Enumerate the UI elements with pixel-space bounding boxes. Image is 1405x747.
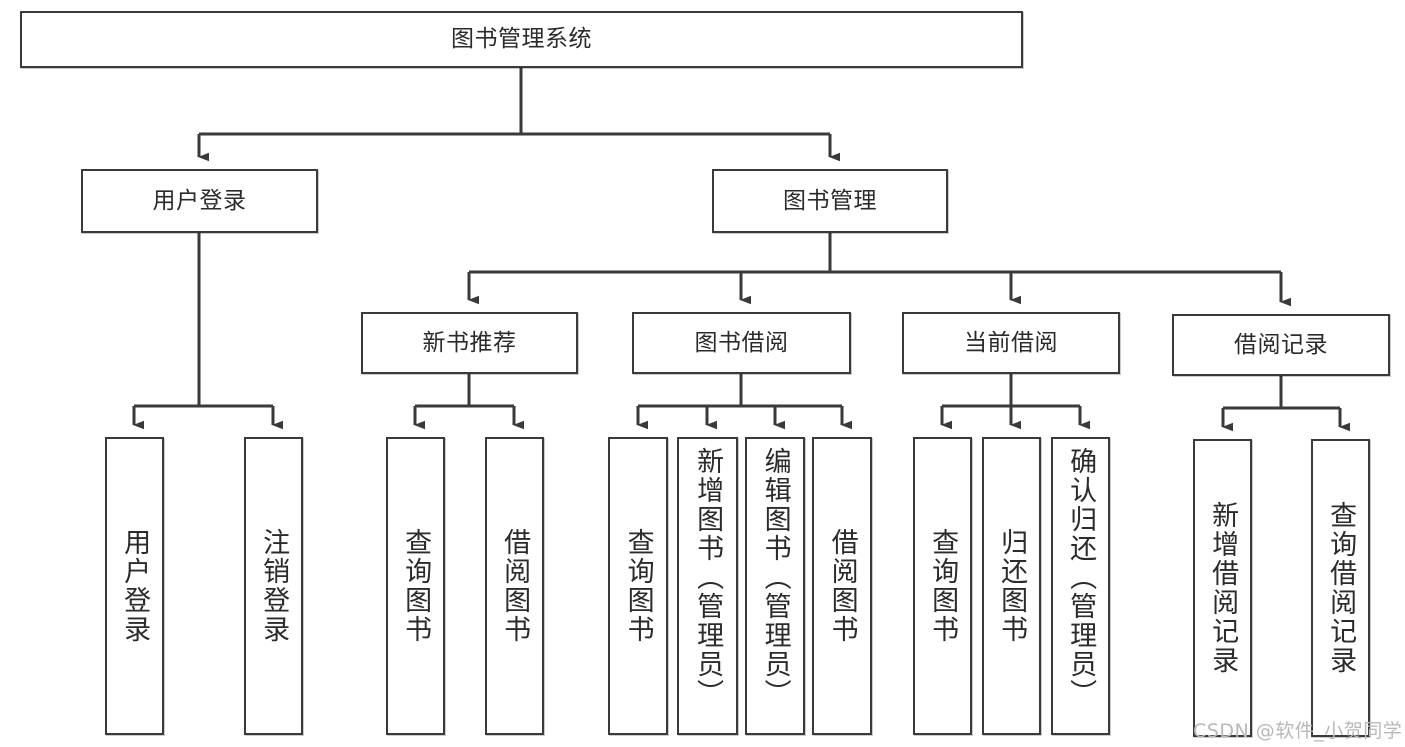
node-new-book-rec[interactable]: 新书推荐	[361, 312, 578, 374]
node-leaf-query-book-1[interactable]: 查询图书	[386, 437, 445, 735]
node-leaf-borrow-book-2[interactable]: 借阅图书	[812, 437, 872, 735]
node-leaf-borrow-book-1[interactable]: 借阅图书	[485, 437, 544, 735]
node-leaf-query-record[interactable]: 查询借阅记录	[1311, 439, 1370, 737]
node-book-borrow[interactable]: 图书借阅	[632, 312, 851, 374]
node-root[interactable]: 图书管理系统	[20, 11, 1023, 68]
node-book-borrow-label: 图书借阅	[694, 329, 789, 356]
node-borrow-record[interactable]: 借阅记录	[1172, 314, 1390, 376]
node-leaf-return-book-label: 归还图书	[996, 528, 1028, 644]
node-root-label: 图书管理系统	[451, 26, 592, 52]
node-borrow-record-label: 借阅记录	[1234, 331, 1328, 358]
node-new-book-rec-label: 新书推荐	[422, 329, 517, 356]
node-leaf-add-record-label: 新增借阅记录	[1207, 501, 1239, 675]
node-leaf-edit-book-label: 编辑图书（管理员）	[759, 447, 791, 708]
node-leaf-edit-book[interactable]: 编辑图书（管理员）	[745, 437, 805, 735]
node-leaf-logout[interactable]: 注销登录	[244, 437, 303, 735]
node-leaf-logout-label: 注销登录	[258, 528, 290, 644]
node-book-manage[interactable]: 图书管理	[712, 169, 948, 233]
node-leaf-add-book[interactable]: 新增图书（管理员）	[677, 437, 738, 735]
node-book-manage-label: 图书管理	[783, 187, 877, 214]
watermark: CSDN @软件_小贺同学	[1193, 720, 1403, 742]
node-leaf-query-book-2[interactable]: 查询图书	[608, 437, 668, 735]
node-current-borrow-label: 当前借阅	[964, 329, 1058, 356]
node-leaf-user-login-label: 用户登录	[119, 528, 151, 644]
node-leaf-query-record-label: 查询借阅记录	[1325, 501, 1357, 675]
node-leaf-add-record[interactable]: 新增借阅记录	[1193, 439, 1252, 737]
node-leaf-borrow-book-1-label: 借阅图书	[499, 528, 531, 644]
node-leaf-query-book-3[interactable]: 查询图书	[913, 437, 972, 735]
node-current-borrow[interactable]: 当前借阅	[902, 312, 1120, 374]
node-leaf-confirm-return[interactable]: 确认归还（管理员）	[1051, 437, 1110, 735]
node-user-login-label: 用户登录	[152, 187, 247, 214]
node-leaf-query-book-3-label: 查询图书	[927, 528, 959, 644]
node-leaf-borrow-book-2-label: 借阅图书	[826, 528, 858, 644]
node-leaf-user-login[interactable]: 用户登录	[105, 437, 164, 735]
node-leaf-confirm-return-label: 确认归还（管理员）	[1065, 447, 1097, 708]
node-leaf-query-book-2-label: 查询图书	[622, 528, 654, 644]
node-leaf-add-book-label: 新增图书（管理员）	[692, 447, 724, 708]
node-leaf-return-book[interactable]: 归还图书	[982, 437, 1041, 735]
node-user-login[interactable]: 用户登录	[81, 169, 318, 233]
node-leaf-query-book-1-label: 查询图书	[400, 528, 432, 644]
